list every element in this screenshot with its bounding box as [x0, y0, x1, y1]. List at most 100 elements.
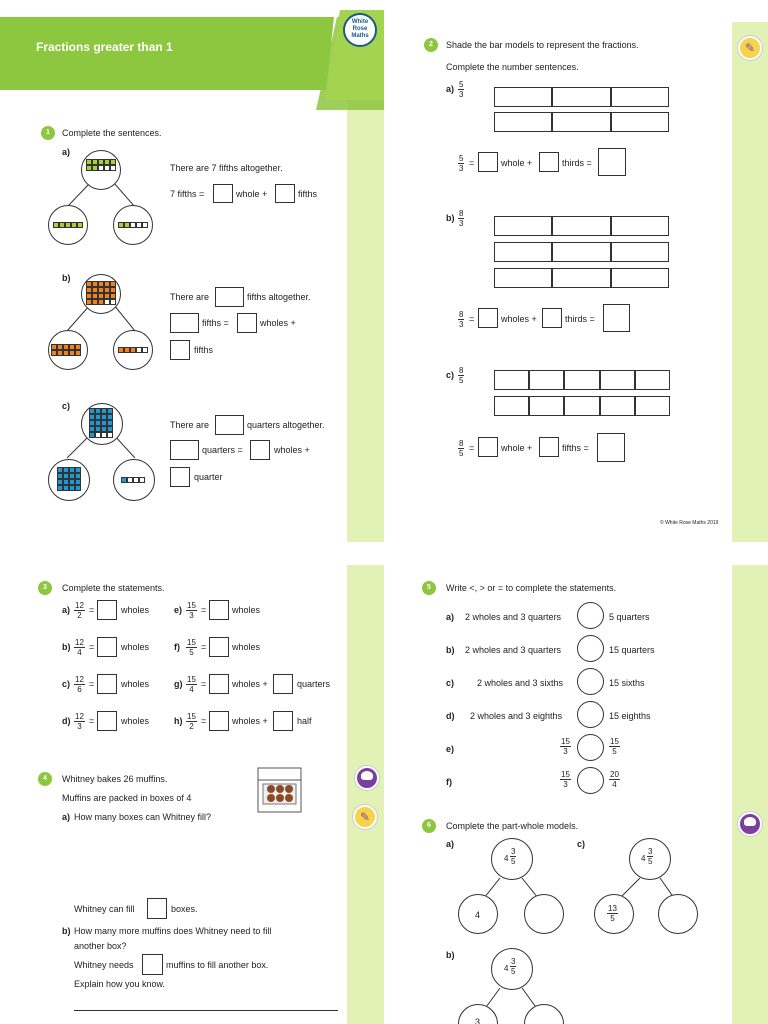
q5-compare-circle[interactable] [577, 668, 604, 695]
q2a-answer-box-1[interactable] [478, 152, 498, 172]
q5-compare-circle[interactable] [577, 602, 604, 629]
q1b-part-bar-right [118, 347, 148, 353]
q2b-text-2: thirds = [565, 314, 595, 324]
q1a-whole-bars [86, 159, 116, 171]
q2b-answer-box-2[interactable] [542, 308, 562, 328]
q2c-answer-box-3[interactable] [597, 433, 625, 462]
q6a-part-circle-right[interactable] [524, 894, 564, 934]
q2c-label: c) [446, 370, 455, 380]
q1b-part-bars-left [51, 344, 81, 356]
q1a-line2-b: whole + [236, 189, 268, 199]
q2c-bar-model-2[interactable] [494, 396, 670, 416]
q1b-answer-box-3[interactable] [237, 313, 257, 333]
q5-row-right: 5 quarters [609, 612, 650, 622]
q3-label: c) [62, 679, 71, 689]
pencil-icon: ✎ [738, 36, 762, 60]
q1b-line2-b: wholes + [260, 318, 296, 328]
q2b-text-1: wholes + [501, 314, 537, 324]
q2b-answer-box-1[interactable] [478, 308, 498, 328]
q1a-answer-box-1[interactable] [213, 184, 233, 203]
q3-prompt: Complete the statements. [62, 583, 165, 593]
q4b-text-1: How many more muffins does Whitney need … [74, 926, 272, 936]
q5-compare-circle[interactable] [577, 635, 604, 662]
q3-answer-box-2[interactable] [273, 711, 293, 731]
q5-row-left: 2 wholes and 3 quarters [465, 645, 562, 655]
q1c-answer-box-2[interactable] [170, 440, 199, 460]
q6c-part-circle-right[interactable] [658, 894, 698, 934]
q1c-answer-box-4[interactable] [170, 467, 190, 487]
page-title: Fractions greater than 1 [36, 40, 173, 54]
muffin-icon [355, 766, 379, 790]
q2a-bar-model-2[interactable] [494, 112, 669, 132]
q5-row-label: c) [446, 678, 455, 688]
q1c-part-bars-left [57, 467, 81, 491]
question-number-2: 2 [424, 38, 438, 52]
q5-row-left: 2 wholes and 3 eighths [470, 711, 563, 721]
q3-answer-box[interactable] [209, 711, 229, 731]
question-number-1: 1 [41, 126, 55, 140]
q2c-bar-model-1[interactable] [494, 370, 670, 390]
question-number-6: 6 [422, 819, 436, 833]
q2a-bar-model-1[interactable] [494, 87, 669, 107]
q1b-answer-box-2[interactable] [170, 313, 199, 333]
q2a-answer-box-2[interactable] [539, 152, 559, 172]
q2b-bar-model-1[interactable] [494, 216, 669, 236]
q5e-label: e) [446, 744, 455, 754]
q3-answer-box[interactable] [97, 600, 117, 620]
q5-row-left: 2 wholes and 3 quarters [465, 612, 562, 622]
q1c-line1-a: There are [170, 420, 210, 430]
q2a-label: a) [446, 84, 455, 94]
pencil-icon: ✎ [353, 805, 377, 829]
q3-tail: wholes [121, 716, 150, 726]
side-strip-top-left [347, 100, 384, 542]
q1b-label: b) [62, 273, 71, 283]
q2a-answer-box-3[interactable] [598, 148, 626, 176]
q1b-answer-box-1[interactable] [215, 287, 244, 307]
q1a-answer-box-2[interactable] [275, 184, 295, 203]
q5-compare-circle[interactable] [577, 767, 604, 794]
q2c-answer-box-2[interactable] [539, 437, 559, 457]
q2b-answer-box-3[interactable] [603, 304, 630, 332]
q1a-part-bar-left [53, 222, 83, 228]
muffin-box-image [257, 767, 302, 813]
q3-answer-box[interactable] [209, 637, 229, 657]
q5f-label: f) [446, 777, 452, 787]
q6b-whole-int: 4 [504, 964, 509, 973]
q3-tail: wholes [121, 679, 150, 689]
q2c-answer-box-1[interactable] [478, 437, 498, 457]
q3-answer-box[interactable] [209, 674, 229, 694]
q5-compare-circle[interactable] [577, 701, 604, 728]
q2b-bar-model-3[interactable] [494, 268, 669, 288]
q1a-line2-c: fifths [298, 189, 318, 199]
q5-compare-circle[interactable] [577, 734, 604, 761]
q3-answer-box[interactable] [209, 600, 229, 620]
q3-answer-box[interactable] [97, 674, 117, 694]
q3-answer-box-2[interactable] [273, 674, 293, 694]
q2a-equals: = [469, 158, 475, 168]
q6a-whole-int: 4 [504, 854, 509, 863]
q4b-answer-box[interactable] [142, 954, 163, 975]
q4-answer-line[interactable] [74, 1010, 338, 1011]
q4-need-a: Whitney needs [74, 960, 134, 970]
q6a-part-left: 4 [475, 910, 481, 920]
q4a-answer-box[interactable] [147, 898, 167, 919]
q1c-answer-box-1[interactable] [215, 415, 244, 435]
q1c-part-circle-right [113, 459, 155, 501]
q3-tail: wholes [121, 642, 150, 652]
q1b-line3: fifths [194, 345, 214, 355]
q3-answer-box[interactable] [97, 711, 117, 731]
q1c-whole-bars [89, 408, 113, 438]
q3-tail-2: half [297, 716, 312, 726]
q1b-answer-box-4[interactable] [170, 340, 190, 360]
q2b-bar-model-2[interactable] [494, 242, 669, 262]
q1c-answer-box-3[interactable] [250, 440, 270, 460]
q3-answer-box[interactable] [97, 637, 117, 657]
